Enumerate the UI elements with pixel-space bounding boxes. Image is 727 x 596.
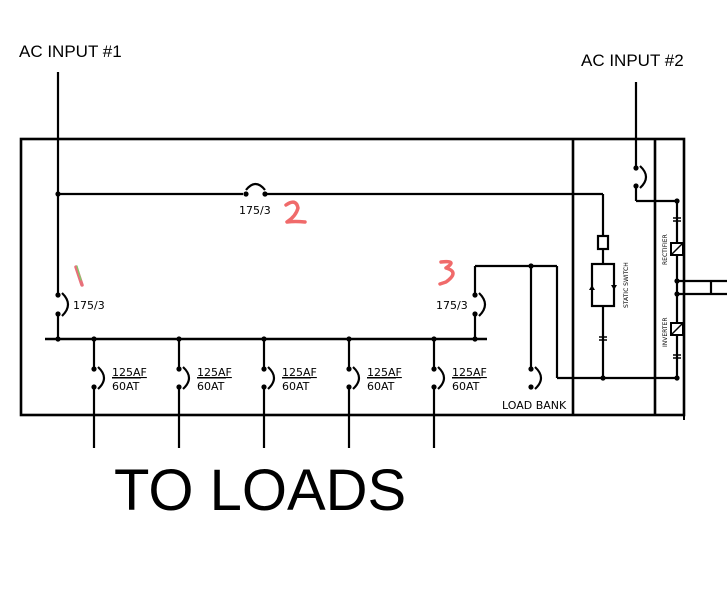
feeder-breaker-symbol	[267, 366, 276, 390]
annotation-2-mark	[284, 200, 307, 224]
breaker-1-terminal	[55, 292, 61, 298]
breaker-3-symbol	[478, 292, 487, 317]
load-bank-terminal	[528, 366, 534, 372]
static-switch-label: STATIC SWITCH	[623, 262, 630, 308]
breaker-2-rating: 175/3	[239, 204, 271, 217]
breaker-2-terminal	[243, 191, 249, 197]
feeder-breaker-terminal	[346, 366, 352, 372]
rectifier-diagonal	[671, 243, 683, 255]
breaker-3-rating: 175/3	[436, 299, 468, 312]
load-bank-breaker-symbol	[534, 366, 543, 390]
feeder-frame-rating: 125AF	[452, 366, 487, 379]
feeder-frame-rating: 125AF	[197, 366, 232, 379]
annotation-1-mark	[74, 265, 84, 287]
feeder-breaker-terminal	[261, 366, 267, 372]
breaker-3-terminal	[472, 311, 478, 317]
feeder-breaker-symbol	[182, 366, 191, 390]
bus-node	[472, 336, 478, 342]
feeder-frame-rating: 125AF	[282, 366, 317, 379]
feeder-trip-rating: 60AT	[112, 380, 140, 393]
ac-input-1-label: AC INPUT #1	[19, 42, 122, 61]
thyristor-icon	[611, 285, 617, 290]
load-bank-terminal	[528, 384, 534, 390]
to-loads-label: TO LOADS	[114, 458, 406, 523]
feeder-trip-rating: 60AT	[282, 380, 310, 393]
annotation-3-mark	[438, 259, 455, 286]
rectifier-label: RECTIFIER	[662, 234, 669, 265]
fuse-icon	[596, 234, 610, 251]
feeder-breaker-symbol	[352, 366, 361, 390]
feeder-trip-rating: 60AT	[452, 380, 480, 393]
feeder-breaker-terminal	[431, 366, 437, 372]
annotation-1-highlight	[76, 265, 82, 281]
feeder-breakers: 125AF60AT125AF60AT125AF60AT125AF60AT125A…	[91, 336, 487, 448]
feeder-frame-rating: 125AF	[367, 366, 402, 379]
load-bank-label: LOAD BANK	[502, 399, 567, 412]
feeder-trip-rating: 60AT	[367, 380, 395, 393]
feeder-breaker-symbol	[437, 366, 446, 390]
feeder-trip-rating: 60AT	[197, 380, 225, 393]
bus-node	[55, 336, 61, 342]
inverter-diagonal	[671, 323, 683, 335]
ac-input-2-breaker-terminal	[633, 165, 639, 171]
thyristor-icon	[589, 285, 595, 290]
breaker-2-symbol	[245, 182, 266, 191]
breaker-1-symbol	[61, 292, 70, 317]
feeder-breaker-terminal	[176, 366, 182, 372]
static-switch-box	[590, 262, 616, 308]
breaker-1-rating: 175/3	[73, 299, 105, 312]
inverter-label: INVERTER	[662, 317, 669, 347]
ac-input-2-breaker-symbol	[639, 165, 648, 189]
feeder-breaker-terminal	[91, 366, 97, 372]
feeder-breaker-symbol	[97, 366, 106, 390]
feeder-frame-rating: 125AF	[112, 366, 147, 379]
switchboard-enclosure	[19, 137, 686, 417]
ac-input-2-label: AC INPUT #2	[581, 51, 684, 70]
